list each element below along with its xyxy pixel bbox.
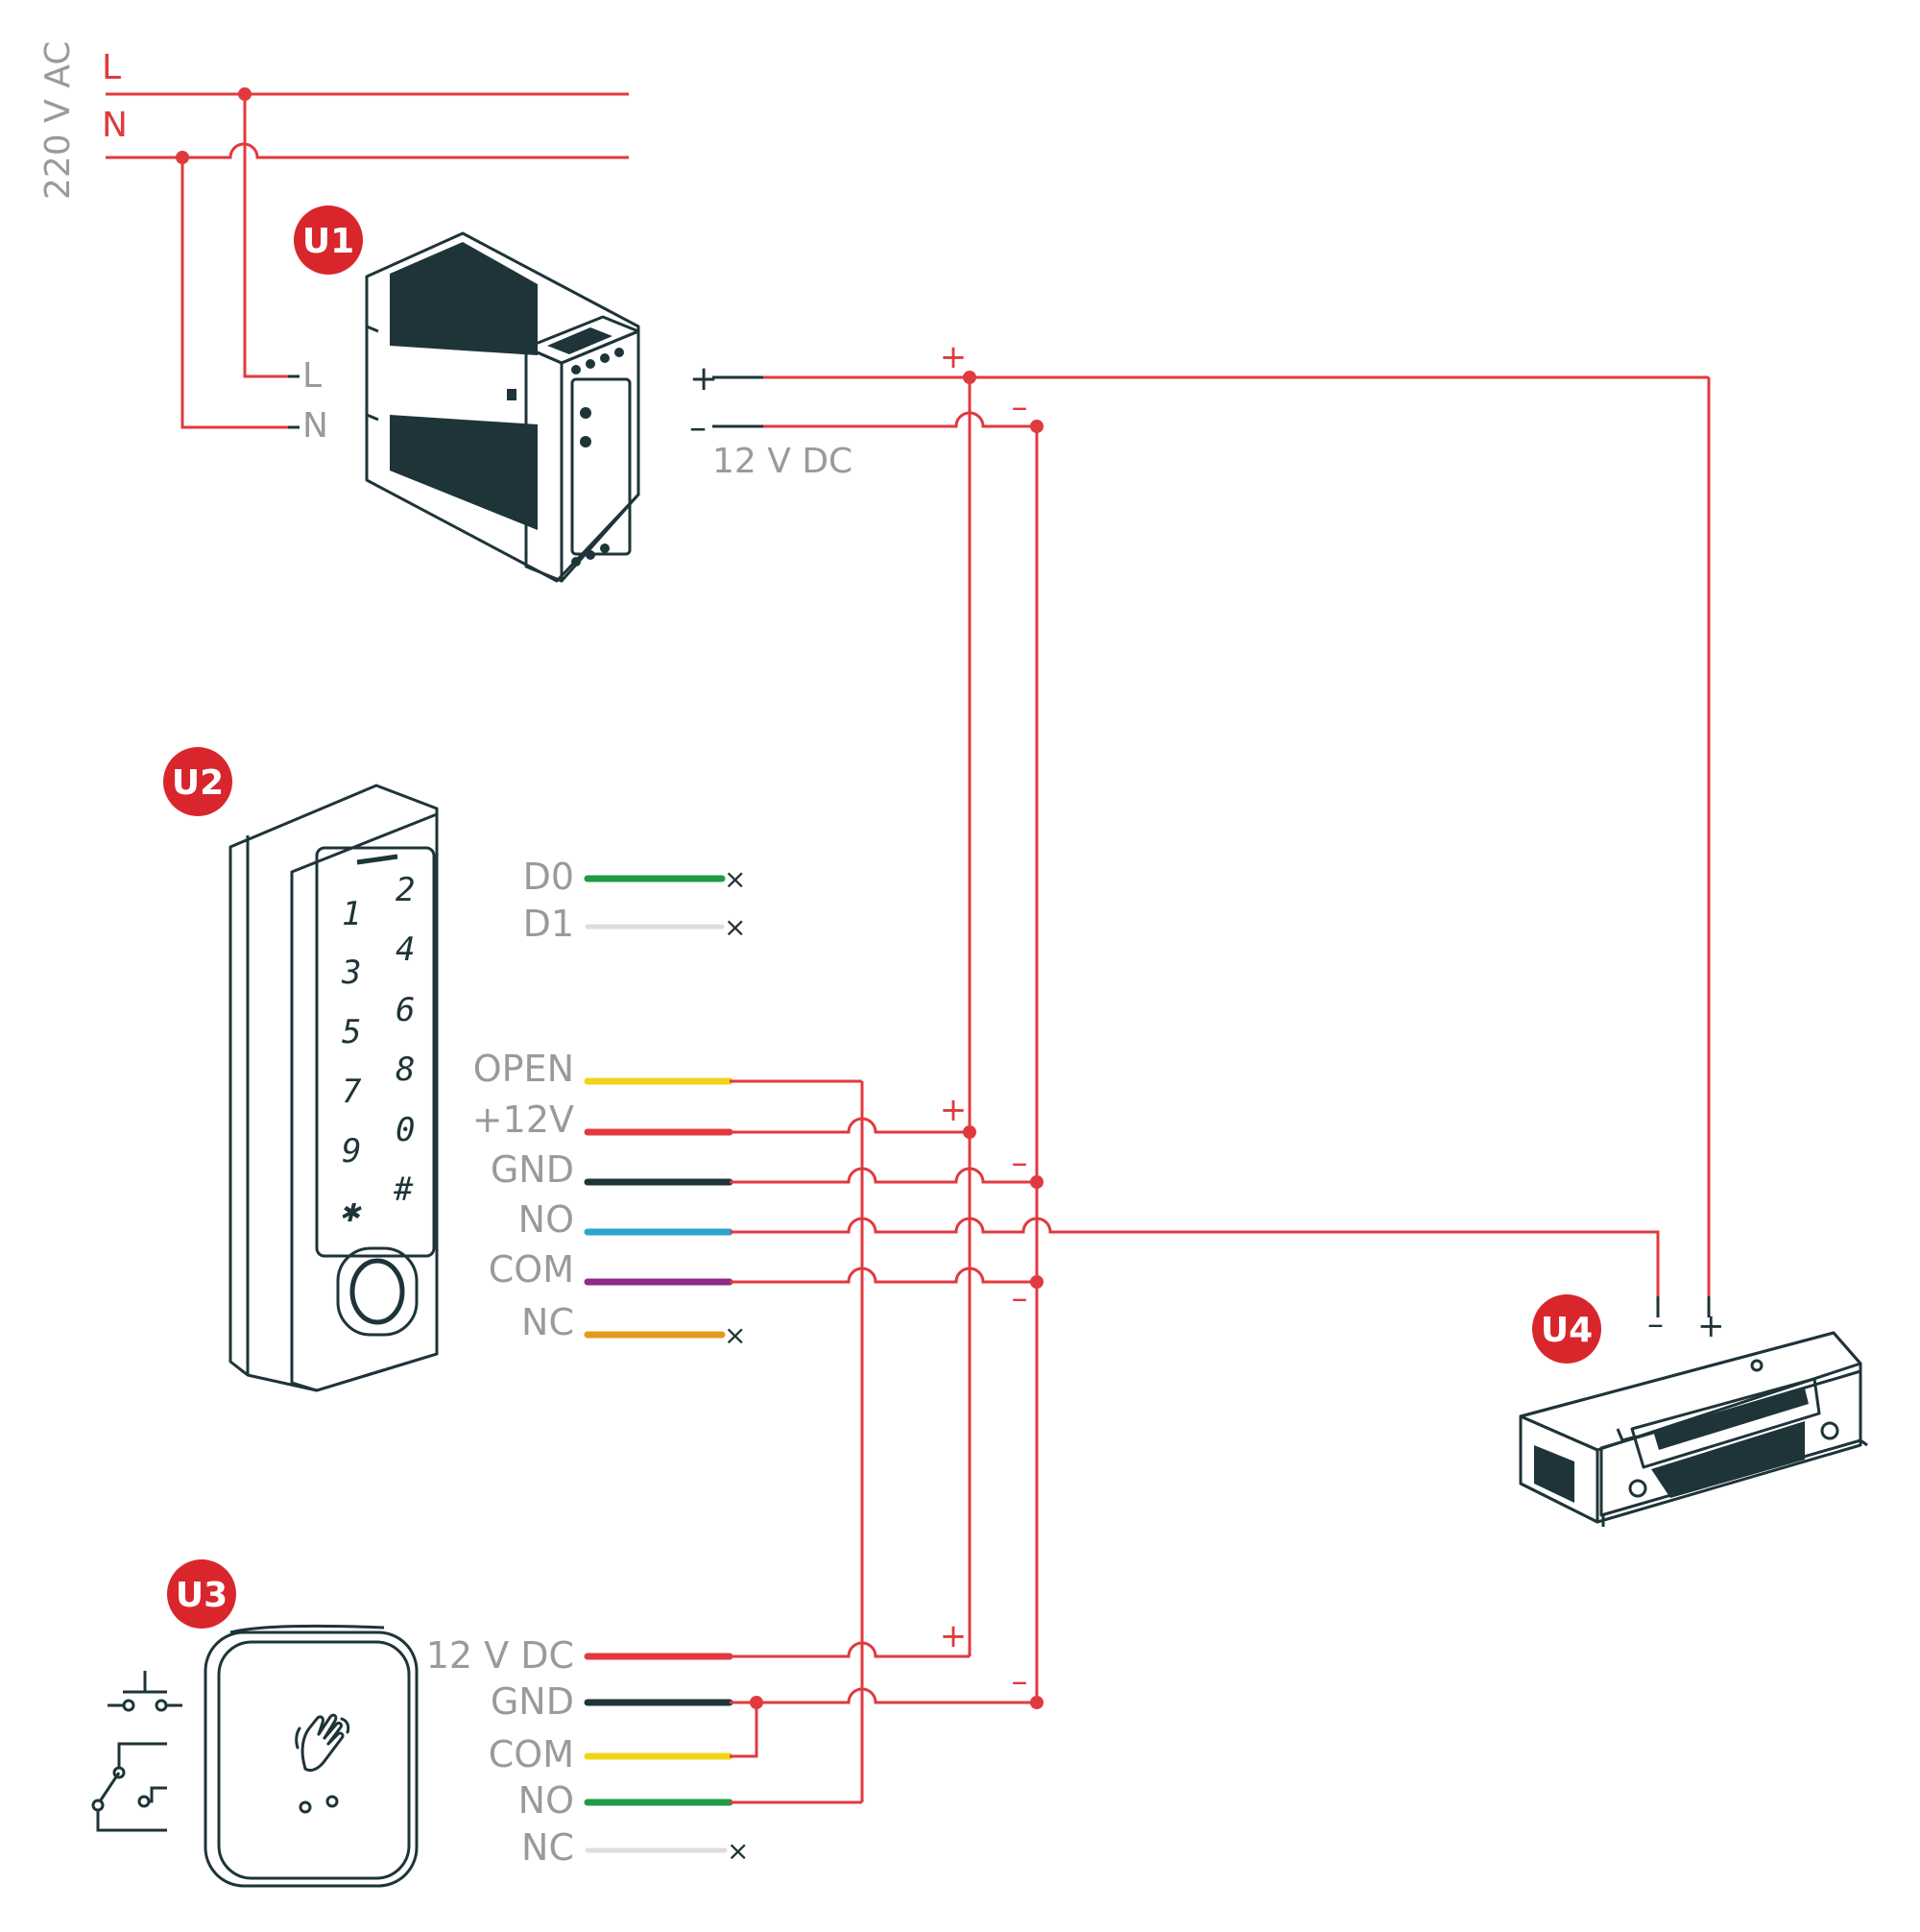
push-button-symbol (108, 1671, 182, 1712)
u3-pin-no-label: NO (518, 1779, 574, 1822)
neutral-label: N (102, 106, 128, 145)
minus-sign: – (1012, 1662, 1028, 1701)
relay-contact-symbol (91, 1742, 167, 1832)
u3-wire-stubs: × (584, 1653, 749, 1867)
u1-power-supply: U1 L N + – (288, 205, 852, 583)
u4-minus-label: – (1647, 1305, 1664, 1343)
u4-plus-label: + (1697, 1307, 1725, 1345)
u2-12v-wire (730, 1117, 970, 1134)
svg-text:U4: U4 (1541, 1311, 1593, 1350)
minus-bus-horizontal (763, 411, 1037, 428)
minus-sign: – (1012, 388, 1028, 426)
u3-pin-nc-label: NC (521, 1826, 574, 1869)
keypad-keys: 1 2 3 4 5 6 7 8 9 0 ✱ # (340, 871, 415, 1230)
din-rail-psu-icon (365, 231, 640, 583)
u1-badge: U1 (294, 205, 363, 275)
u1-in-n-label: N (302, 406, 328, 446)
u2-gnd-wire (730, 1167, 1037, 1184)
u2-no-wire (730, 1217, 1660, 1296)
u2-bus-wiring: + – – (730, 1079, 1660, 1317)
u3-pin-12vdc-label: 12 V DC (426, 1634, 574, 1677)
u1-output-voltage-label: 12 V DC (712, 442, 852, 481)
terminated-mark: × (724, 1319, 746, 1351)
key: 6 (396, 991, 415, 1029)
key: 2 (396, 871, 415, 909)
line-label: L (102, 48, 121, 87)
junction-dot (1030, 1696, 1044, 1709)
terminated-mark: × (727, 1835, 749, 1867)
u1-out-minus-label: – (689, 408, 707, 447)
u3-12v-wire (730, 1641, 970, 1658)
key: 8 (396, 1051, 415, 1089)
u3-badge: U3 (167, 1559, 236, 1629)
u2-pin-12v-label: +12V (472, 1099, 574, 1141)
u2-pin-open-label: OPEN (473, 1048, 574, 1090)
u2-pin-nc-label: NC (521, 1301, 574, 1343)
junction-dot (1030, 1175, 1044, 1189)
u2-wire-stubs: × × × (584, 863, 746, 1351)
u2-pin-d1-label: D1 (523, 903, 574, 945)
svg-text:U2: U2 (172, 763, 224, 803)
junction-dot (963, 1125, 976, 1139)
minus-sign: – (1012, 1279, 1028, 1317)
plus-sign: + (940, 1091, 968, 1129)
plus-sign: + (940, 1617, 968, 1655)
u3-pins: 12 V DC GND COM NO NC (426, 1634, 574, 1869)
key: 0 (396, 1111, 415, 1149)
neutral-drop-wire (180, 157, 288, 429)
u1-in-l-label: L (302, 356, 322, 396)
svg-text:U1: U1 (302, 222, 354, 261)
u3-bus-wiring: + – (730, 1617, 1044, 1804)
u2-pin-gnd-label: GND (491, 1148, 574, 1191)
terminated-mark: × (724, 863, 746, 895)
electric-strike-icon (1519, 1331, 1868, 1527)
minus-sign: – (1012, 1144, 1028, 1182)
plus-sign: + (940, 338, 968, 376)
u2-keypad-reader: U2 1 2 3 4 5 6 7 8 9 0 ✱ # (163, 747, 746, 1392)
key: 9 (342, 1132, 361, 1171)
u3-gnd-wire (730, 1687, 1037, 1704)
key: 4 (396, 930, 415, 969)
keypad-reader-icon: 1 2 3 4 5 6 7 8 9 0 ✱ # (228, 784, 439, 1392)
dc-bus: + – (763, 338, 1711, 1802)
key: 1 (342, 895, 361, 933)
hand-wave-icon (295, 1713, 350, 1773)
u3-pin-com-label: COM (489, 1733, 574, 1775)
key: 7 (342, 1073, 362, 1111)
terminated-mark: × (724, 911, 746, 943)
key: ✱ (340, 1192, 362, 1230)
u3-exit-button: U3 (91, 1559, 749, 1888)
u2-pin-no-label: NO (518, 1198, 574, 1241)
u4-badge: U4 (1532, 1294, 1601, 1364)
u2-pin-com-label: COM (489, 1248, 574, 1291)
junction-dot (1030, 1275, 1044, 1289)
u2-pins: D0 D1 OPEN +12V GND NO COM NC (472, 856, 574, 1343)
mains-supply: 220 V AC L N (38, 41, 629, 429)
u2-badge: U2 (163, 747, 232, 816)
u4-electric-strike: U4 – + (1519, 1294, 1868, 1527)
touchless-exit-button-icon (204, 1624, 419, 1888)
key: 3 (341, 954, 361, 992)
svg-text:U3: U3 (176, 1576, 228, 1615)
u2-pin-d0-label: D0 (523, 856, 574, 898)
u3-pin-gnd-label: GND (491, 1680, 574, 1723)
u3-com-bridge (730, 1703, 758, 1758)
supply-voltage-label: 220 V AC (38, 41, 78, 200)
key: 5 (342, 1013, 361, 1051)
key: # (393, 1171, 414, 1209)
u2-com-wire (730, 1267, 1037, 1284)
line-drop-wire (243, 94, 288, 378)
